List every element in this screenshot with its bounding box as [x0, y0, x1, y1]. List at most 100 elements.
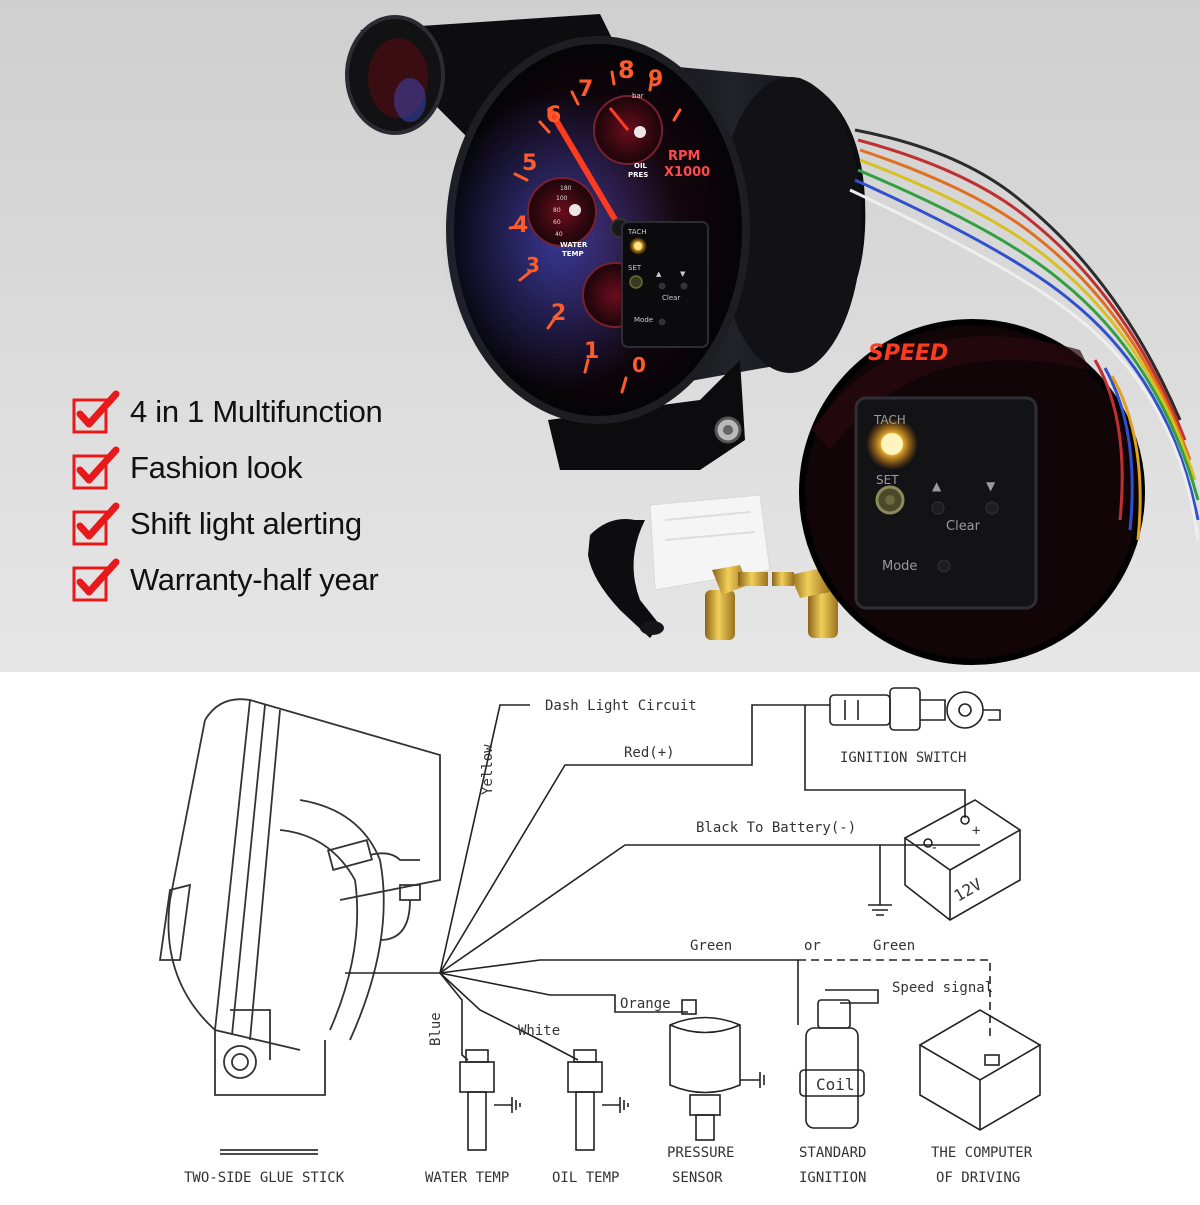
green-wire-label-2: Green [873, 938, 915, 954]
standard-ignition-label-2: IGNITION [799, 1170, 866, 1186]
water-temp-sensor-drawing [459, 1049, 521, 1151]
blue-wire-label: Blue [428, 1012, 444, 1046]
speed-signal-label: Speed signal [892, 980, 993, 996]
computer-label-2: OF DRIVING [936, 1170, 1020, 1186]
feature-label: Shift light alerting [130, 506, 362, 541]
zoom-panel-labels: TACH SET ▲ ▼ Clear Mode [873, 413, 996, 574]
glue-stick-label: TWO-SIDE GLUE STICK [184, 1170, 345, 1186]
tick-number-4: 4 [513, 213, 528, 238]
oil-unit: bar [632, 92, 644, 100]
temperature-sensor-1 [705, 565, 768, 640]
checkmark-icon [72, 502, 120, 546]
battery-drawing [903, 799, 1022, 921]
tachometer-gauge [440, 36, 750, 424]
water-temp-label-2: TEMP [562, 250, 584, 258]
pressure-sensor-label-2: SENSOR [672, 1170, 723, 1186]
svg-text:TACH: TACH [873, 413, 906, 427]
svg-text:SET: SET [628, 264, 642, 272]
rpm-tick-marks [508, 70, 682, 394]
oil-temp-sensor-drawing [567, 1049, 629, 1151]
red-wire-label: Red(+) [624, 745, 675, 761]
svg-text:SET: SET [876, 473, 899, 487]
svg-text:100: 100 [556, 195, 568, 202]
feature-label: Fashion look [130, 450, 303, 485]
computer-label-1: THE COMPUTER [931, 1145, 1033, 1161]
green-wire-label-1: Green [690, 938, 732, 954]
wiring-labels-layer: Dash Light Circuit Red(+) IGNITION SWITC… [184, 698, 1033, 1186]
rpm-multiplier: X1000 [664, 165, 710, 180]
svg-text:40: 40 [555, 231, 563, 238]
svg-text:Mode: Mode [882, 559, 917, 574]
svg-text:▼: ▼ [680, 270, 686, 278]
feature-item: Shift light alerting [72, 496, 382, 552]
tick-number-5: 5 [522, 151, 537, 176]
battery-minus-label: - [930, 840, 938, 856]
water-temp-label-1: WATER [560, 241, 588, 249]
tick-number-2: 2 [551, 301, 566, 326]
or-label: or [804, 938, 821, 954]
wiring-diagram: Dash Light Circuit Red(+) IGNITION SWITC… [0, 672, 1200, 1200]
water-temp-scale: 180 100 80 60 40 [553, 185, 572, 238]
tick-number-6: 6 [546, 103, 561, 128]
wire-harness [849, 128, 1200, 541]
svg-text:▲: ▲ [932, 479, 942, 493]
rpm-label: RPM [668, 149, 700, 164]
standard-ignition-label-1: STANDARD [799, 1145, 866, 1161]
tick-number-9: 9 [648, 67, 663, 92]
battery-voltage-label: 12V [951, 874, 986, 905]
mount-bracket [548, 360, 745, 470]
checkmark-icon [72, 390, 120, 434]
pressure-sensor-label-1: PRESSURE [667, 1145, 734, 1161]
checkmark-icon [72, 558, 120, 602]
white-wire-label: White [518, 1023, 560, 1039]
feature-item: Fashion look [72, 440, 382, 496]
svg-text:▼: ▼ [986, 479, 996, 493]
svg-text:Clear: Clear [946, 519, 981, 534]
orange-wire-label: Orange [620, 996, 671, 1012]
harness-wires [345, 704, 980, 1061]
feature-list: 4 in 1 Multifunction Fashion look Shift … [72, 384, 383, 608]
black-wire-label: Black To Battery(-) [696, 820, 856, 836]
gauge-photo-illustration: 0 1 2 3 4 5 6 7 8 9 RPM X1000 bar OIL PR… [345, 14, 1200, 665]
yellow-wire-label: Yellow [480, 744, 496, 795]
feature-item: Warranty-half year [72, 552, 382, 608]
coil-label: Coil [816, 1075, 855, 1094]
checkmark-icon [72, 446, 120, 490]
ignition-switch-label: IGNITION SWITCH [840, 750, 966, 766]
feature-item: 4 in 1 Multifunction [72, 384, 383, 440]
tick-number-3: 3 [526, 253, 540, 277]
gauge-numbers: 0 1 2 3 4 5 6 7 8 9 [513, 56, 663, 377]
oil-press-label-2: PRES [628, 171, 648, 179]
tach-needle [547, 107, 623, 231]
zoom-detail-circle [799, 319, 1145, 665]
water-temp-subgauge [527, 177, 597, 247]
wiring-diagram-svg [158, 687, 1042, 1155]
gauge-side-view [158, 698, 441, 1155]
svg-text:TACH: TACH [627, 228, 647, 236]
gauge-panel-labels: TACH SET ▲ ▼ Clear Mode [627, 228, 686, 324]
driving-computer-drawing [918, 1009, 1042, 1131]
svg-text:▲: ▲ [656, 270, 662, 278]
tick-number-7: 7 [578, 77, 593, 102]
feature-label: 4 in 1 Multifunction [130, 394, 383, 429]
svg-text:Clear: Clear [662, 294, 680, 302]
ignition-coil-drawing [799, 989, 879, 1129]
feature-label: Warranty-half year [130, 562, 379, 597]
product-photo: 0 1 2 3 4 5 6 7 8 9 RPM X1000 bar OIL PR… [0, 0, 1200, 672]
rubber-sleeve [588, 519, 664, 638]
oil-pressure-subgauge [593, 95, 663, 165]
oil-temp-label: OIL TEMP [552, 1170, 619, 1186]
tick-number-0: 0 [632, 353, 646, 377]
temperature-sensor-2 [772, 568, 838, 638]
battery-plus-label: + [972, 823, 980, 839]
tick-number-1: 1 [584, 339, 599, 364]
dash-light-label: Dash Light Circuit [545, 698, 697, 714]
svg-text:80: 80 [553, 207, 561, 214]
zoom-speed-label: SPEED [868, 341, 948, 366]
oil-press-label-1: OIL [634, 162, 648, 170]
svg-text:Mode: Mode [634, 316, 653, 324]
tick-number-8: 8 [618, 56, 635, 84]
pressure-sensor-drawing [669, 999, 765, 1141]
water-temp-label: WATER TEMP [425, 1170, 509, 1186]
